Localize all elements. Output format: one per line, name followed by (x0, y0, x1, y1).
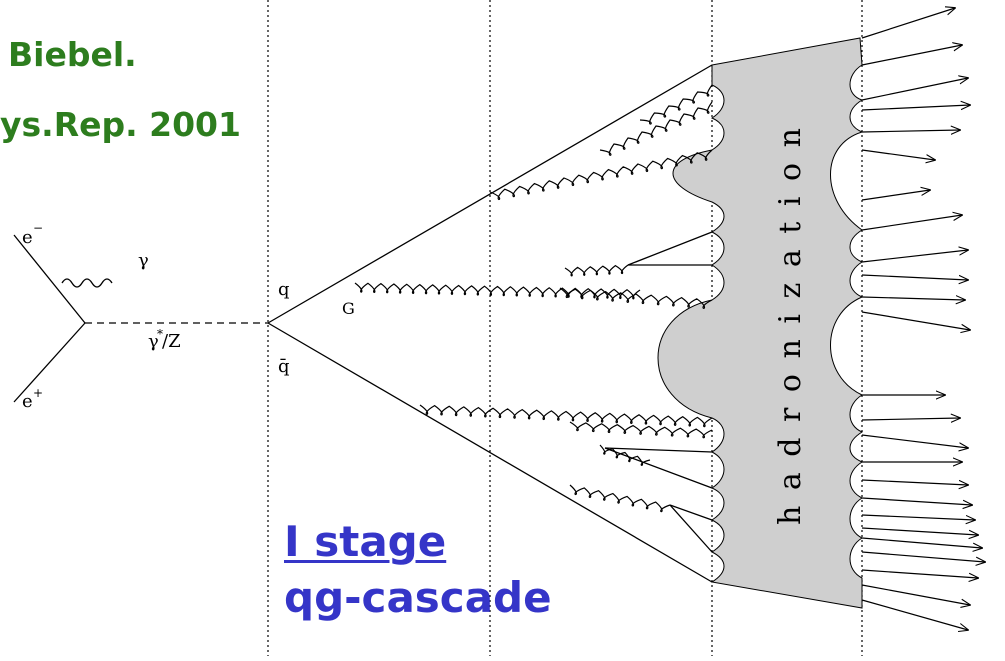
hadron-arrow (861, 418, 960, 420)
photon-emission-wave (61, 278, 113, 288)
hadronization-label: h a d r o n i z a t i o n (773, 125, 808, 525)
antiquark-branch-line (604, 447, 713, 489)
hadron-arrow (861, 250, 968, 263)
gluon-line (564, 264, 629, 277)
gluon-line (599, 444, 651, 466)
hadron-arrow (861, 551, 985, 562)
stage-subtitle: qg-cascade (284, 573, 552, 622)
positron-label: e (22, 391, 33, 412)
hadron-arrow (861, 497, 972, 505)
electron-label: e (22, 227, 33, 248)
hadron-arrow (861, 569, 978, 578)
photon-label: γ (138, 250, 149, 271)
gluon-line (354, 282, 641, 300)
gluon-line (489, 149, 713, 201)
hadronization-band (657, 37, 864, 609)
hadron-arrow (861, 45, 962, 66)
reference-line-2: ys.Rep. 2001 (0, 105, 241, 144)
hadron-arrow (861, 434, 968, 448)
hadron-arrow (861, 8, 955, 39)
quark-branch-line (627, 231, 713, 266)
antiquark-line (267, 322, 713, 583)
hadron-arrow (861, 527, 978, 535)
gluon-line (419, 404, 713, 428)
gluon-lines (354, 84, 713, 513)
hadron-arrow (861, 190, 930, 201)
hadron-arrow (861, 78, 968, 101)
boson-sup: * (157, 327, 163, 341)
hadron-arrow (861, 584, 970, 605)
electron-sup: − (33, 221, 43, 235)
hadron-arrow (861, 130, 960, 132)
hadron-arrow (861, 215, 962, 231)
stage-separators (267, 0, 863, 656)
antiquark-branch-line (669, 504, 713, 521)
antiquark-label: q̄ (278, 356, 290, 377)
gluon-line (569, 484, 671, 513)
positron-line (13, 322, 86, 403)
antiquark-branch-line (604, 447, 713, 453)
hadron-arrow (861, 105, 970, 111)
electron-line (13, 234, 86, 324)
annihilation-vertex (13, 234, 268, 403)
hadron-arrow (861, 311, 970, 330)
quark-label: q (278, 279, 290, 300)
hadron-arrow (861, 297, 965, 300)
gluon-label: G (342, 299, 355, 318)
gluon-line (599, 101, 713, 156)
positron-sup: + (33, 386, 43, 400)
hadron-arrow (861, 149, 935, 160)
hadron-arrow (861, 479, 968, 485)
quark-line (267, 64, 713, 324)
boson-label: γ (148, 331, 159, 352)
hadron-arrow (861, 537, 982, 548)
gluon-line (569, 421, 713, 439)
stage-title: I stage (284, 517, 447, 566)
gluon-line (639, 84, 713, 125)
hadron-arrows (861, 8, 985, 630)
reference-line-1: Biebel. (8, 35, 137, 74)
hadron-arrow (861, 274, 968, 280)
antiquark-branch-line (669, 504, 713, 553)
boson-suffix: /Z (162, 331, 181, 352)
hadron-arrow (861, 599, 968, 630)
gluon-line (559, 287, 713, 309)
hadron-arrow (861, 514, 975, 520)
